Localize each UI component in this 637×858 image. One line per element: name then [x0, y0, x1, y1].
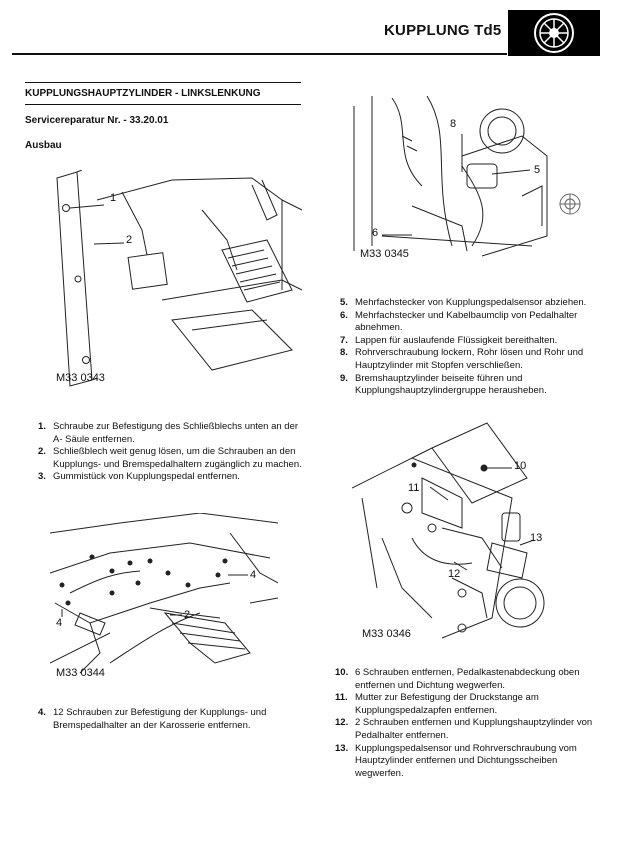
callout-4: 4	[56, 617, 63, 629]
figure-label: M33 0343	[56, 372, 105, 384]
callout-13: 13	[530, 532, 543, 544]
header-logo-box	[508, 10, 600, 56]
steps-list-4: 4.12 Schrauben zur Befestigung der Kuppl…	[38, 707, 303, 732]
steps-list-10-13: 10.6 Schrauben entfernen, Pedalkastenabd…	[335, 667, 607, 780]
list-item: 13.Kupplungspedalsensor und Rohrverschra…	[335, 742, 577, 779]
callout-1: 1	[110, 192, 117, 204]
callout-11: 11	[408, 482, 420, 494]
list-item: 3.Gummistück von Kupplungspedal entferne…	[38, 471, 240, 483]
header-rule	[12, 53, 507, 55]
list-item: 1.Schraube zur Befestigung des Schließbl…	[38, 421, 299, 445]
section-top-rule	[25, 82, 301, 83]
removal-heading: Ausbau	[25, 140, 62, 151]
section-title: KUPPLUNGSHAUPTZYLINDER - LINKSLENKUNG	[25, 88, 261, 99]
list-item: 4.12 Schrauben zur Befestigung der Kuppl…	[38, 707, 267, 731]
list-item: 9.Bremshauptzylinder beiseite führen und…	[340, 372, 547, 397]
edge-illustration	[556, 186, 582, 222]
figure-m33-0343: 1 2 M33 0343	[52, 170, 303, 388]
list-item: 11.Mutter zur Befestigung der Druckstang…	[335, 692, 539, 716]
list-item: 6.Mehrfachstecker und Kabelbaumclip von …	[340, 309, 578, 334]
service-repair-number: Servicereparatur Nr. - 33.20.01	[25, 115, 169, 126]
figure-label: M33 0346	[362, 628, 411, 640]
page-header-title: KUPPLUNG Td5	[384, 22, 502, 39]
pedal-illustration-1	[56, 170, 303, 387]
list-item: 10.6 Schrauben entfernen, Pedalkastenabd…	[335, 667, 580, 691]
master-cylinder-illustration	[352, 422, 545, 639]
figure-m33-0345: 8 5 6 M33 0345	[352, 96, 548, 262]
callout-5: 5	[534, 164, 541, 176]
callout-8: 8	[450, 118, 457, 130]
pedal-illustration-2	[50, 513, 278, 674]
figure-m33-0344: 4 2 4 M33 0344	[50, 513, 278, 683]
section-bottom-rule	[25, 104, 301, 105]
steps-list-1-3: 1.Schraube zur Befestigung des Schließbl…	[38, 421, 303, 484]
callout-2: 2	[126, 234, 133, 246]
list-item: 5.Mehrfachstecker von Kupplungspedalsens…	[340, 297, 587, 308]
callout-10: 10	[514, 460, 527, 472]
figure-m33-0346: 10 11 13 12 M33 0346	[352, 418, 562, 648]
steps-list-5-9: 5.Mehrfachstecker von Kupplungspedalsens…	[340, 297, 610, 398]
figure-label: M33 0344	[56, 667, 105, 679]
list-item: 2.Schließblech weit genug lösen, um die …	[38, 446, 302, 470]
list-item: 12.2 Schrauben entfernen und Kupplungsha…	[335, 717, 593, 741]
callout-12: 12	[448, 568, 461, 580]
callout-2: 2	[184, 609, 191, 621]
callout-4: 4	[250, 569, 257, 581]
callout-6: 6	[372, 227, 379, 239]
list-item: 8.Rohrverschraubung lockern, Rohr lösen …	[340, 347, 584, 371]
clutch-disc-icon	[534, 13, 574, 53]
list-item: 7.Lappen für auslaufende Flüssigkeit ber…	[340, 334, 558, 346]
connector-illustration	[353, 96, 548, 257]
figure-label: M33 0345	[360, 248, 409, 260]
